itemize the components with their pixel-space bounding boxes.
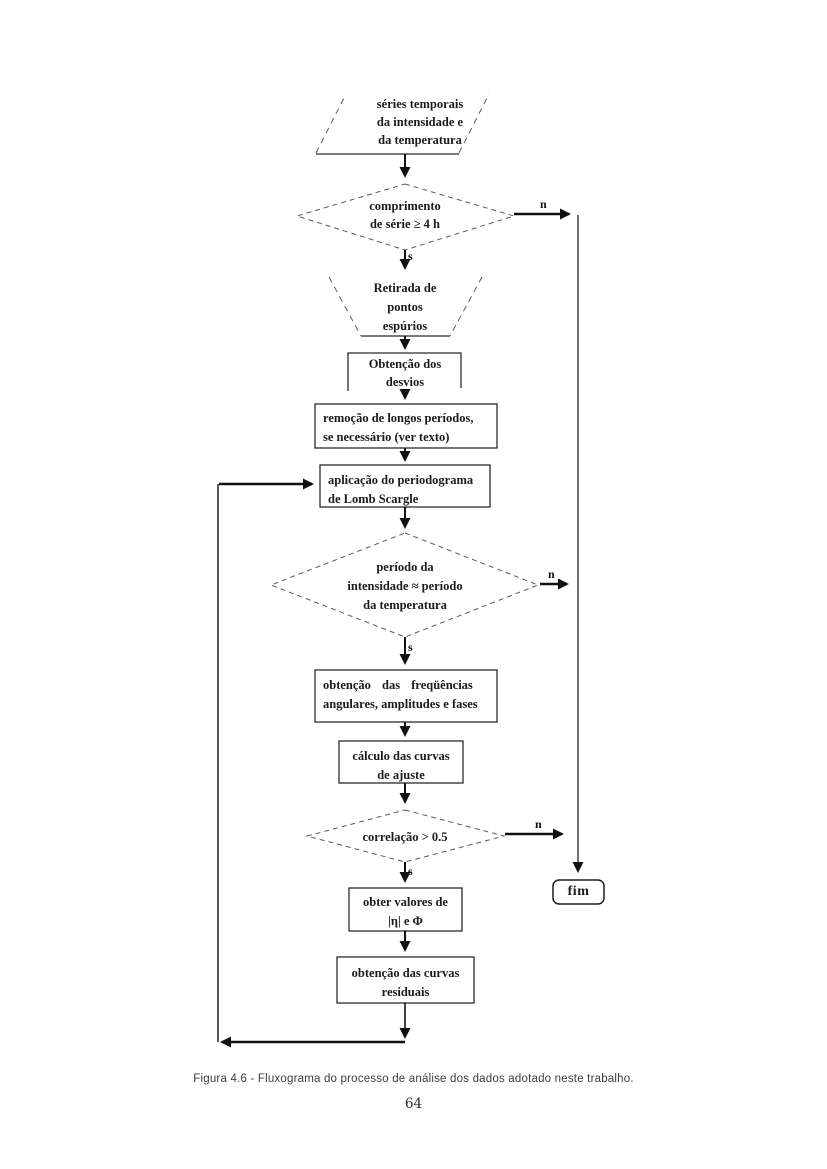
page-number: 64 (404, 1096, 423, 1112)
edge-label-yes-3: s (408, 864, 413, 878)
node-text-line: Retirada de (373, 281, 437, 295)
node-remove-spurious-points: Retirada de pontos espúrios (345, 279, 465, 336)
node-text-line: obtenção das curvas (351, 966, 460, 980)
node-text-line: angulares, amplitudes e fases (323, 697, 478, 711)
node-text-line: comprimento (369, 199, 441, 213)
flow-arrows (217, 154, 584, 1048)
node-text-line: fim (567, 884, 590, 899)
node-text-line: remoção de longos períodos, (323, 411, 474, 425)
shape-check-periods-diamond (269, 532, 540, 638)
node-text-line: obtenção das freqüências (323, 678, 473, 692)
node-text-line: Obtenção dos (368, 357, 442, 371)
node-text-line: obter valores de (363, 895, 448, 909)
node-text-line: espúrios (382, 319, 428, 333)
edge-label-no-2: n (548, 567, 555, 581)
node-text-line: de Lomb Scargle (328, 492, 419, 506)
node-residual-curves: obtenção das curvas residuais (337, 964, 474, 1002)
node-text-line: desvios (385, 375, 425, 389)
edge-label-yes-1: s (408, 249, 413, 263)
node-remove-long-periods: remoção de longos períodos, se necessári… (323, 409, 495, 447)
shape-end-rounded-rect (552, 879, 605, 905)
node-get-deviations: Obtenção dos desvios (349, 355, 461, 389)
node-text-line: correlação > 0.5 (362, 830, 448, 844)
node-text-line: período da (376, 560, 434, 574)
node-text-line: da temperatura (363, 598, 447, 612)
edge-label-no-3: n (535, 817, 542, 831)
node-text-line: |η| e Φ (388, 914, 423, 928)
shape-input-parallelogram (315, 93, 490, 155)
node-end: fim (553, 880, 604, 904)
node-text-line: da temperatura (378, 133, 462, 147)
shape-get-deviations-rect (347, 352, 462, 391)
node-text-line: intensidade ≈ período (347, 579, 463, 593)
node-input-series: séries temporais da intensidade e da tem… (340, 95, 500, 149)
figure-caption: Figura 4.6 - Fluxograma do processo de a… (193, 1073, 634, 1085)
edge-label-no-1: n (540, 197, 547, 211)
node-fit-curves: cálculo das curvas de ajuste (339, 747, 463, 785)
edge-label-yes-2: s (408, 640, 413, 654)
node-get-eta-phi: obter valores de |η| e Φ (349, 893, 462, 931)
node-check-length: comprimento de série ≥ 4 h (330, 197, 480, 233)
node-text-line: aplicação do periodograma (328, 473, 474, 487)
node-text-line: cálculo das curvas (352, 749, 450, 763)
node-get-frequencies: obtenção das freqüências angulares, ampl… (323, 676, 491, 714)
node-text-line: pontos (387, 300, 423, 314)
node-text-line: séries temporais (376, 97, 464, 111)
node-lomb-scargle-periodogram: aplicação do periodograma de Lomb Scargl… (328, 471, 488, 509)
node-text-line: da intensidade e (376, 115, 464, 129)
node-text-line: de ajuste (377, 768, 425, 782)
node-check-correlation: correlação > 0.5 (330, 828, 480, 846)
node-text-line: residuais (381, 985, 430, 999)
node-text-line: se necessário (ver texto) (323, 430, 450, 444)
shape-fit-curves-rect (338, 740, 464, 784)
node-check-periods-equal: período da intensidade ≈ período da temp… (318, 558, 492, 615)
node-text-line: de série ≥ 4 h (369, 217, 441, 231)
